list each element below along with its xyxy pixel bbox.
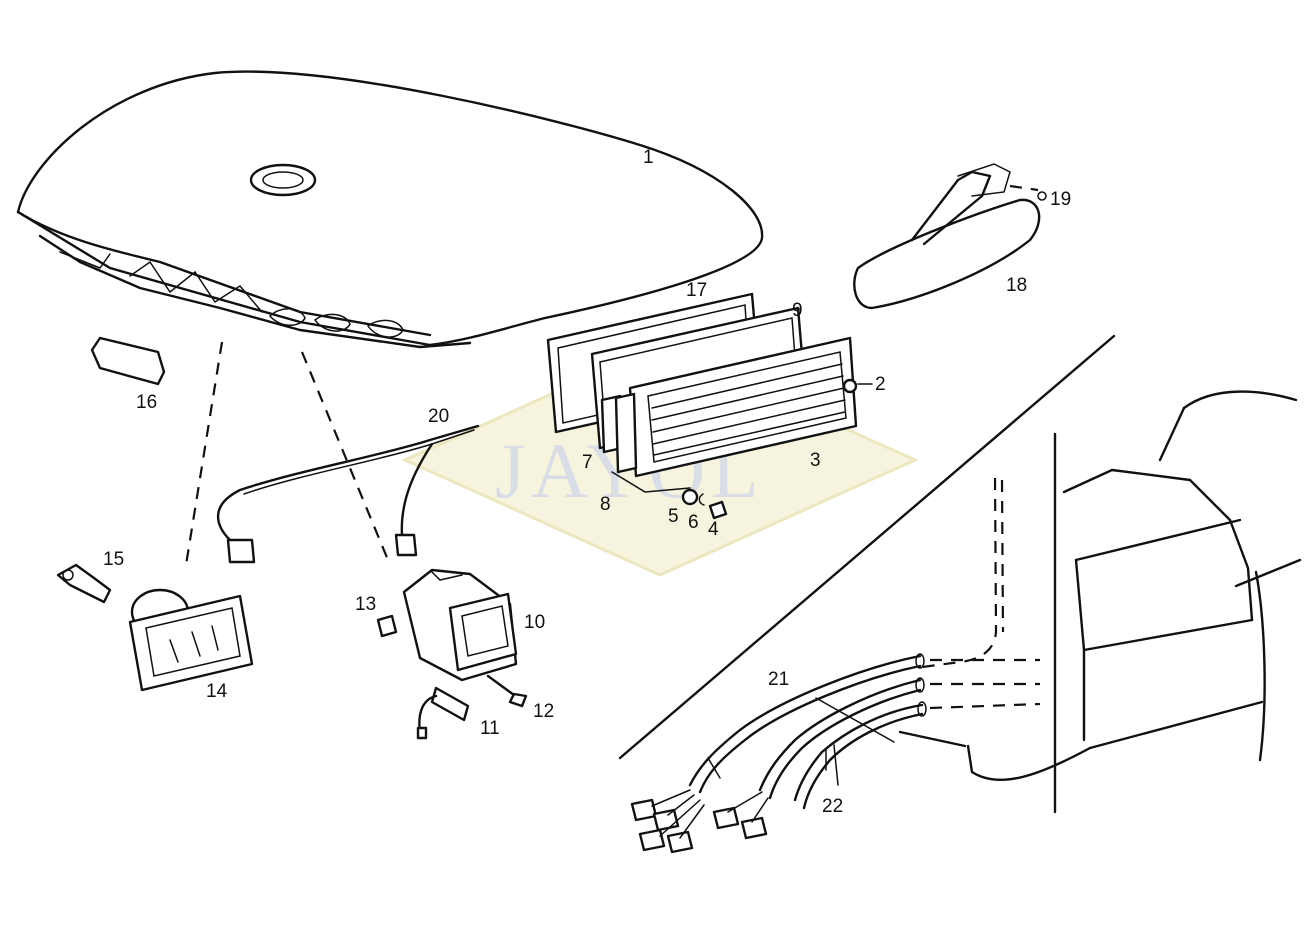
callout-21: 21 (768, 669, 789, 690)
callout-20: 20 (428, 406, 449, 427)
wire-harness-20 (216, 424, 480, 564)
callout-11: 11 (480, 718, 500, 739)
callout-17: 17 (686, 280, 707, 301)
cab-outline (618, 334, 1302, 814)
clip-6 (698, 493, 705, 506)
wire-harness-21-22 (630, 653, 1041, 854)
bulb-15 (56, 563, 112, 604)
leader-lines (825, 383, 873, 786)
callout-15: 15 (103, 549, 124, 570)
knob-2 (842, 378, 858, 394)
callout-13: 13 (355, 594, 376, 615)
callout-1: 1 (643, 147, 654, 168)
callout-8: 8 (600, 494, 611, 515)
connector-11 (416, 686, 470, 740)
callout-labels: 1 2 3 4 5 6 7 8 9 10 11 12 13 14 15 16 1… (103, 147, 1071, 817)
mirror-assembly (853, 163, 1047, 310)
callout-14: 14 (206, 681, 228, 702)
callout-19: 19 (1050, 189, 1071, 210)
callout-9: 9 (792, 300, 803, 321)
work-lamp-10 (402, 568, 518, 682)
bolt-12 (486, 674, 528, 708)
callout-22: 22 (822, 796, 843, 817)
callout-4: 4 (708, 519, 719, 540)
callout-12: 12 (533, 701, 554, 722)
callout-5: 5 (668, 506, 679, 527)
callout-10: 10 (524, 612, 545, 633)
fog-lamp-14 (128, 588, 254, 692)
callout-3: 3 (810, 450, 821, 471)
guide-line (300, 351, 390, 561)
roof-cover (16, 70, 764, 349)
callout-18: 18 (1006, 275, 1027, 296)
guide-line (184, 341, 224, 566)
callout-16: 16 (136, 392, 157, 413)
cover-plate (90, 336, 166, 386)
callout-7: 7 (582, 452, 593, 473)
nut-13 (376, 614, 398, 638)
screw-4 (708, 500, 728, 520)
callout-6: 6 (688, 512, 699, 533)
lamp-housing (546, 292, 858, 493)
callout-2: 2 (875, 374, 886, 395)
washer-5 (681, 488, 699, 506)
